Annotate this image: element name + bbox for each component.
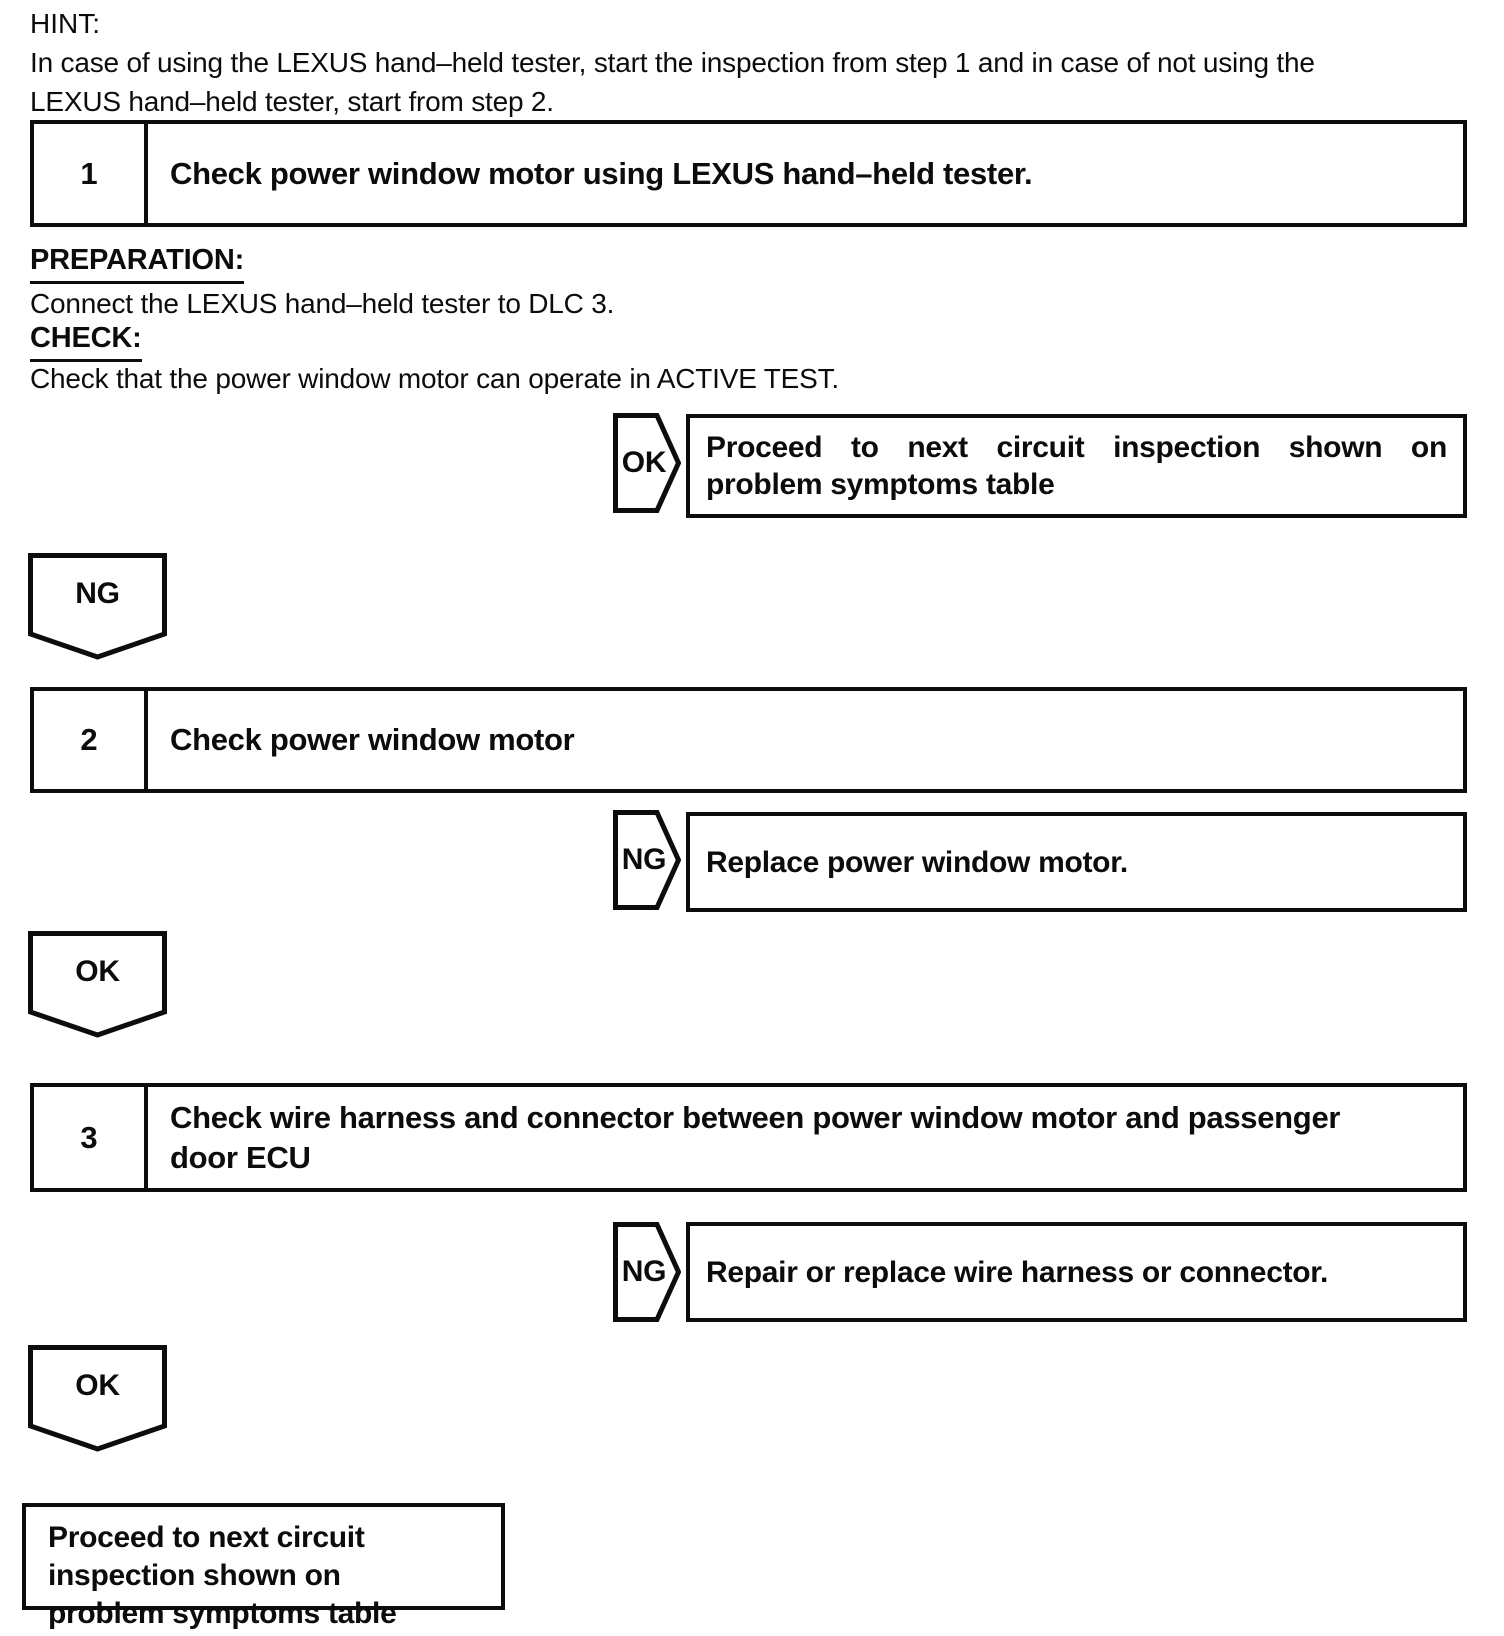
ok-connector-down-1: OK bbox=[28, 931, 167, 1038]
step-3-title: Check wire harness and connector between… bbox=[148, 1087, 1463, 1188]
step-3-title-line2: door ECU bbox=[170, 1139, 311, 1175]
step-3-number: 3 bbox=[34, 1087, 148, 1188]
ng-result-arrow-2: NG bbox=[613, 810, 681, 910]
step-3-box: 3 Check wire harness and connector betwe… bbox=[30, 1083, 1467, 1192]
down-arrow-pentagon-icon bbox=[28, 1345, 167, 1452]
ok-connector-label-2: OK bbox=[75, 1369, 120, 1402]
right-arrow-pentagon-icon bbox=[613, 810, 681, 910]
preparation-text: Connect the LEXUS hand–held tester to DL… bbox=[30, 288, 615, 319]
hint-text-line2: LEXUS hand–held tester, start from step … bbox=[30, 86, 554, 117]
step-2-box: 2 Check power window motor bbox=[30, 687, 1467, 793]
step-2-title: Check power window motor bbox=[148, 691, 1463, 789]
ng-result-label-2: NG bbox=[621, 843, 667, 876]
right-arrow-pentagon-icon bbox=[613, 413, 681, 513]
ok-connector-down-2: OK bbox=[28, 1345, 167, 1452]
branch-1-action-line2: problem symptoms table bbox=[706, 468, 1055, 501]
hint-text-line1: In case of using the LEXUS hand–held tes… bbox=[30, 47, 1315, 78]
branch-2-action: Replace power window motor. bbox=[706, 845, 1128, 879]
hint-label: HINT: bbox=[30, 8, 100, 39]
ok-result-arrow-1: OK bbox=[613, 413, 681, 513]
ng-result-arrow-3: NG bbox=[613, 1222, 681, 1322]
right-arrow-pentagon-icon bbox=[613, 1222, 681, 1322]
step-3-title-line1: Check wire harness and connector between… bbox=[170, 1099, 1341, 1135]
ok-connector-label-1: OK bbox=[75, 955, 120, 988]
ng-connector-label: NG bbox=[75, 577, 120, 610]
step-2-title-text: Check power window motor bbox=[170, 722, 575, 757]
step-1-number: 1 bbox=[34, 124, 148, 223]
ok-result-label-1: OK bbox=[621, 446, 667, 479]
check-text: Check that the power window motor can op… bbox=[30, 363, 840, 394]
ng-result-label-3: NG bbox=[621, 1255, 667, 1288]
down-arrow-pentagon-icon bbox=[28, 553, 167, 660]
final-action-line1: Proceed to next circuit inspection shown… bbox=[48, 1521, 365, 1592]
ng-connector-down: NG bbox=[28, 553, 167, 660]
final-action-line2: problem symptoms table bbox=[48, 1597, 397, 1630]
preparation-label: PREPARATION: bbox=[30, 244, 244, 284]
check-label: CHECK: bbox=[30, 322, 142, 362]
branch-action-box-2: Replace power window motor. bbox=[686, 812, 1467, 912]
branch-action-box-1: Proceed to next circuit inspection shown… bbox=[686, 414, 1467, 518]
step-1-box: 1 Check power window motor using LEXUS h… bbox=[30, 120, 1467, 227]
final-action-box: Proceed to next circuit inspection shown… bbox=[22, 1503, 505, 1630]
branch-action-box-3: Repair or replace wire harness or connec… bbox=[686, 1222, 1467, 1322]
down-arrow-pentagon-icon bbox=[28, 931, 167, 1038]
step-1-title-text: Check power window motor using LEXUS han… bbox=[170, 155, 1033, 191]
branch-3-action: Repair or replace wire harness or connec… bbox=[706, 1255, 1329, 1289]
branch-1-action-line1: Proceed to next circuit inspection shown… bbox=[706, 431, 1447, 464]
step-2-number: 2 bbox=[34, 691, 148, 789]
step-1-title: Check power window motor using LEXUS han… bbox=[148, 124, 1463, 223]
